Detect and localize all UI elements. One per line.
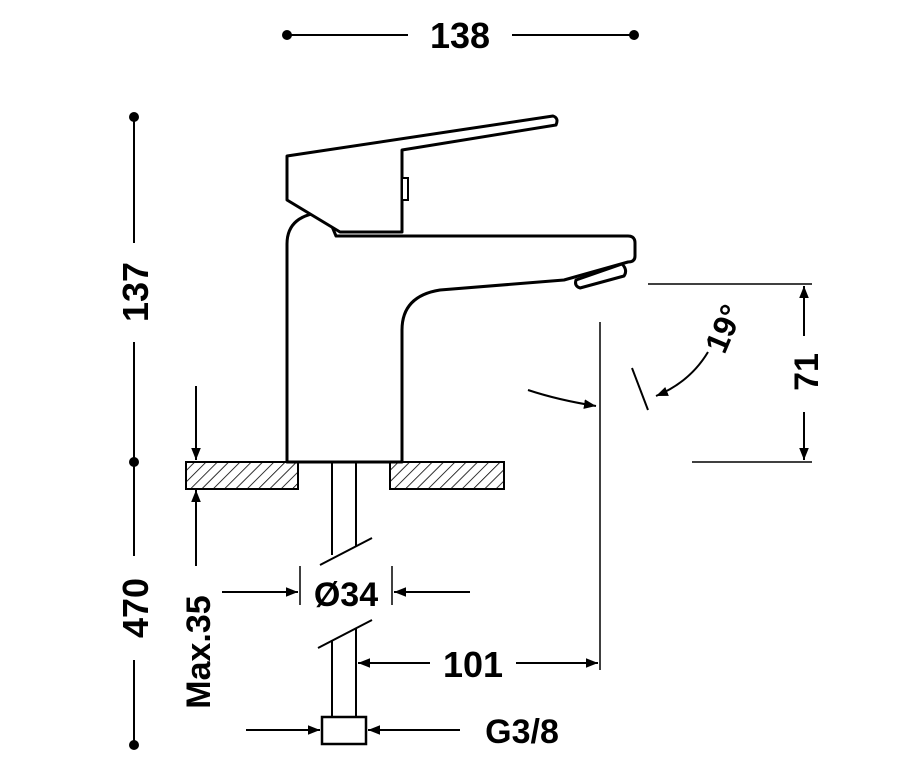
hose-connector <box>320 715 368 746</box>
faucet-body <box>285 210 637 464</box>
connection-dimension: G3/8 <box>246 713 559 751</box>
height-label: 137 <box>115 262 156 322</box>
reach-label: 101 <box>443 644 503 685</box>
faucet <box>285 114 637 464</box>
supply-hose <box>317 462 373 746</box>
countertop <box>185 461 505 490</box>
reach-dimension: 101 <box>358 322 601 685</box>
width-label: 138 <box>430 15 490 56</box>
height-dimension: 137 470 <box>115 112 156 750</box>
spout-height-label: 71 <box>788 353 826 391</box>
angle-label: 19° <box>698 299 750 358</box>
hole-diameter-label: Ø34 <box>314 576 378 614</box>
aerator <box>574 262 628 290</box>
hole-diameter-dimension: Ø34 <box>222 566 470 614</box>
spout-height-dimension: 71 <box>648 283 826 463</box>
deck-thickness-dimension: Max.35 <box>180 386 218 709</box>
deck-thickness-label: Max.35 <box>180 595 218 708</box>
width-dimension: 138 <box>282 15 639 56</box>
hose-length-label: 470 <box>115 578 156 638</box>
lever-handle <box>285 114 559 234</box>
angle-dimension: 19° <box>527 299 750 411</box>
connection-label: G3/8 <box>485 713 559 751</box>
